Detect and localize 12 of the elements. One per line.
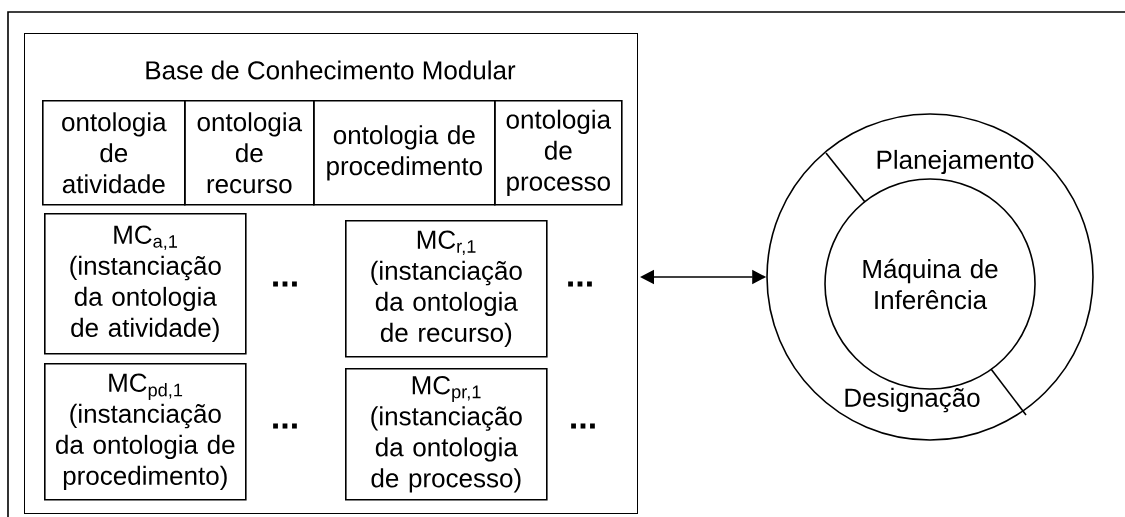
ellipsis: ... — [568, 281, 592, 287]
ellipsis: ... — [273, 281, 297, 287]
ellipsis: ... — [273, 423, 297, 429]
ontology-cell: ontologia de recurso — [184, 100, 315, 206]
module-box: MC$_{r,1}$ (instanciação da ontologia de recurso) — [345, 220, 548, 358]
ontology-cell: ontologia de procedimento — [313, 100, 496, 206]
ontology-cell: ontologia de atividade — [42, 100, 186, 206]
ontology-cell: ontologia de processo — [494, 100, 623, 206]
module-box: MC$_{pr,1}$ (instanciação da ontologia de processo) — [345, 368, 548, 501]
module-box: MC$_{a,1}$ (instanciação da ontologia de atividade) — [44, 213, 247, 355]
ellipsis: ... — [571, 423, 595, 429]
module-box: MC$_{pd,1}$ (instanciação da ontologia de procedimento) — [44, 363, 247, 501]
